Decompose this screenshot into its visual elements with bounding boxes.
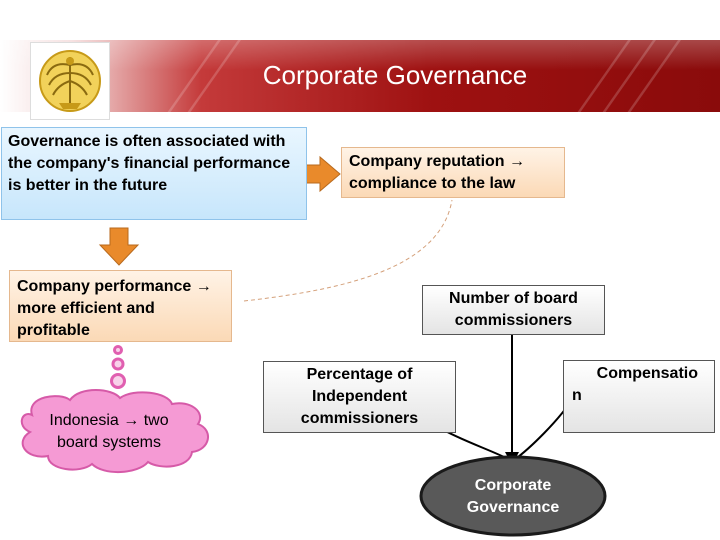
independent-commissioners-box: Percentage of Independent commissioners <box>263 361 456 433</box>
indonesia-cloud-text: Indonesia → two board systems <box>49 412 169 451</box>
governance-box: Governance is often associated with the … <box>1 127 307 220</box>
corporate-governance-ellipse <box>419 455 607 537</box>
cloud-shape <box>20 389 209 474</box>
down-arrow <box>98 227 140 266</box>
company-reputation-box: Company reputation → compliance to the l… <box>341 147 565 198</box>
header-bar <box>0 40 720 112</box>
slide-title: Corporate Governance <box>262 60 528 90</box>
merge-arrows <box>439 335 576 461</box>
thought-bubbles <box>110 345 126 389</box>
corporate-governance-label: Corporate Governance <box>466 477 560 516</box>
compensation-box: Compensatio n <box>563 360 715 433</box>
compensation-line2: n <box>572 387 582 404</box>
header-gloss <box>0 40 720 70</box>
university-logo <box>30 42 110 120</box>
dashed-curve-connector <box>243 199 453 302</box>
company-performance-box: Company performance → more efficient and… <box>9 270 232 342</box>
board-commissioners-box: Number of board commissioners <box>422 285 605 335</box>
right-arrow <box>303 155 341 193</box>
compensation-line1: Compensatio <box>596 365 698 382</box>
